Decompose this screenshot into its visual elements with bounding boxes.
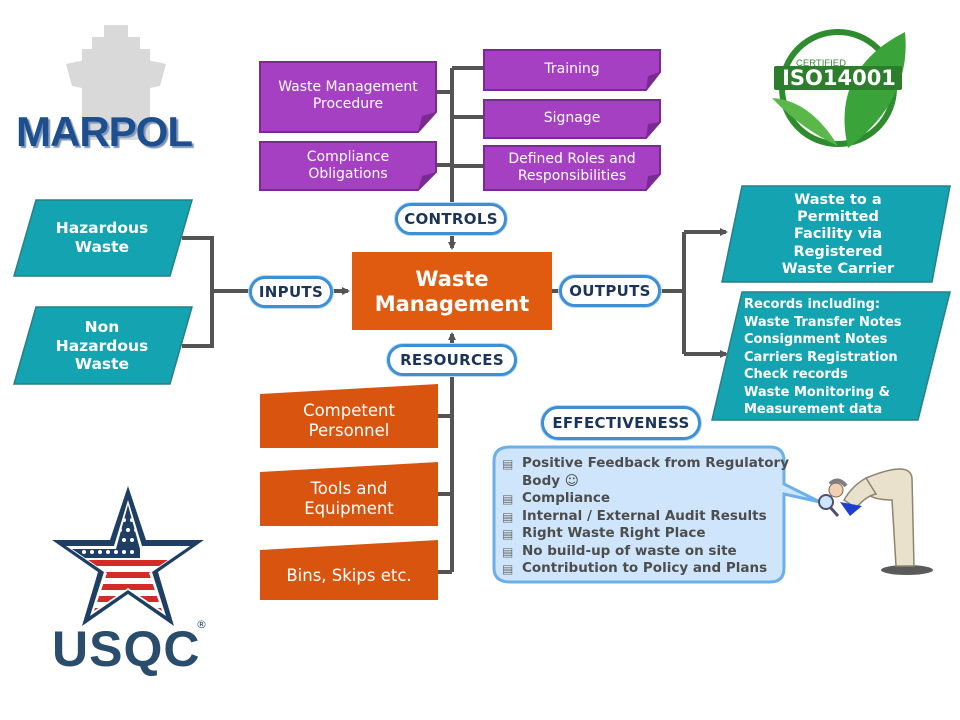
records-line: Measurement data [744,402,883,417]
effectiveness-item: ▤Compliance [500,490,790,508]
controls-pill: CONTROLS [395,203,507,235]
inspector-magnifier-icon [818,468,933,575]
effectiveness-item: ▤Right Waste Right Place [500,525,790,543]
control-label-procedure: Waste Management Procedure [278,79,418,112]
input-label-hazardous: Hazardous Waste [55,219,149,256]
center-label: Waste Management [374,266,530,316]
document-bullet-icon: ▤ [502,509,514,524]
input-box-hazardous [13,199,193,277]
output-box-permitted-facility [721,185,951,283]
effectiveness-item: ▤Contribution to Policy and Plans [500,560,790,578]
ship-icon [66,25,166,140]
records-line: Waste Monitoring & [744,384,890,400]
effectiveness-list: ▤Positive Feedback from Regulatory Body … [500,455,790,578]
iso14001-logo [772,29,906,148]
document-bullet-icon: ▤ [502,562,514,576]
effectiveness-item: ▤Positive Feedback from Regulatory Body … [502,455,789,489]
center-box [352,252,552,330]
output-records-list: Records including: Waste Transfer Notes … [744,296,944,419]
controls-boxes [259,49,661,191]
usqc-logo-text: USQC [52,621,201,677]
resources-pill: RESOURCES [387,344,517,376]
resource-label-tools: Tools and Equipment [304,479,394,518]
iso-certified-text: CERTIFIED [796,58,846,69]
usqc-star-logo [52,486,204,626]
control-label-training: Training [544,60,600,77]
effectiveness-item: ▤No build-up of waste on site [500,543,790,561]
inputs-pill: INPUTS [249,276,333,308]
input-box-non-hazardous [13,306,193,385]
resource-box-personnel [260,384,438,448]
iso-standard-text: ISO14001 [782,66,896,90]
document-bullet-icon: ▤ [502,492,514,506]
effectiveness-pill: EFFECTIVENESS [541,406,701,440]
output-label-permitted-facility: Waste to a Permitted Facility via Regist… [781,191,895,278]
registered-mark: ® [196,618,207,631]
control-label-roles: Defined Roles and Responsibilities [508,151,636,184]
resource-box-tools [260,462,438,526]
outputs-pill: OUTPUTS [559,275,661,307]
output-box-records [711,291,951,421]
document-bullet-icon: ▤ [502,544,514,559]
control-label-signage: Signage [543,109,601,126]
document-bullet-icon: ▤ [502,457,514,471]
resource-label-personnel: Competent Personnel [303,401,395,440]
marpol-logo-text: MARPOL [16,108,193,155]
effectiveness-item: ▤Internal / External Audit Results [500,508,790,526]
records-line: Consignment Notes [744,332,888,347]
records-line: Records including: [744,297,881,312]
resource-box-bins [260,540,438,600]
document-bullet-icon: ▤ [502,527,514,541]
effectiveness-bubble [492,445,821,584]
records-line: Waste Transfer Notes [744,314,902,330]
records-line: Carriers Registration [744,349,898,365]
records-line: Check records [744,367,848,382]
control-label-compliance: Compliance Obligations [306,149,390,182]
resource-label-bins: Bins, Skips etc. [286,566,412,586]
input-label-non-hazardous: Non Hazardous Waste [55,318,149,374]
